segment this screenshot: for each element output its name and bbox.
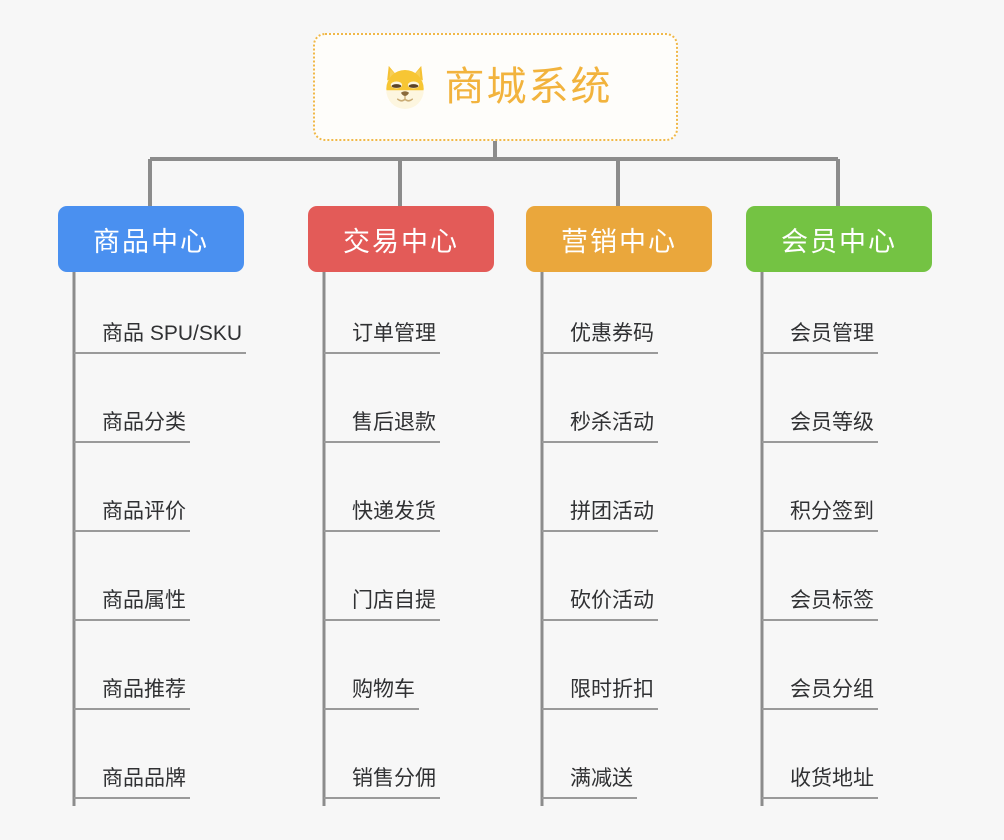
leaf-item[interactable]: 购物车 <box>324 668 419 710</box>
root-node[interactable]: 商城系统 <box>313 33 678 141</box>
leaf-item[interactable]: 商品品牌 <box>74 757 190 799</box>
leaf-item[interactable]: 拼团活动 <box>542 490 658 532</box>
leaf-item[interactable]: 收货地址 <box>762 757 878 799</box>
leaf-item[interactable]: 快递发货 <box>324 490 440 532</box>
leaf-label: 会员分组 <box>762 678 878 710</box>
leaf-label: 商品分类 <box>74 411 190 443</box>
leaf-item[interactable]: 订单管理 <box>324 312 440 354</box>
leaf-item[interactable]: 商品分类 <box>74 401 190 443</box>
leaf-label: 拼团活动 <box>542 500 658 532</box>
leaf-item[interactable]: 砍价活动 <box>542 579 658 621</box>
category-title: 商品中心 <box>93 226 209 257</box>
leaf-label: 会员标签 <box>762 589 878 621</box>
leaf-label: 会员管理 <box>762 322 878 354</box>
category-header-member-center[interactable]: 会员中心 <box>746 206 932 272</box>
leaf-item[interactable]: 售后退款 <box>324 401 440 443</box>
leaf-item[interactable]: 会员标签 <box>762 579 878 621</box>
category-title: 营销中心 <box>561 226 677 257</box>
leaf-item[interactable]: 销售分佣 <box>324 757 440 799</box>
leaf-item[interactable]: 满减送 <box>542 757 637 799</box>
leaf-item[interactable]: 限时折扣 <box>542 668 658 710</box>
leaf-item[interactable]: 商品 SPU/SKU <box>74 312 247 354</box>
leaf-item[interactable]: 会员等级 <box>762 401 878 443</box>
leaf-label: 商品评价 <box>74 500 190 532</box>
leaf-label: 售后退款 <box>324 411 440 443</box>
leaf-item[interactable]: 商品评价 <box>74 490 190 532</box>
leaf-label: 销售分佣 <box>324 767 440 799</box>
leaf-label: 商品品牌 <box>74 767 190 799</box>
category-header-marketing-center[interactable]: 营销中心 <box>526 206 712 272</box>
leaf-item[interactable]: 商品属性 <box>74 579 190 621</box>
leaf-item[interactable]: 秒杀活动 <box>542 401 658 443</box>
category-header-product-center[interactable]: 商品中心 <box>58 206 244 272</box>
leaf-label: 商品推荐 <box>74 678 190 710</box>
category-title: 会员中心 <box>781 226 897 257</box>
leaf-label: 砍价活动 <box>542 589 658 621</box>
root-title: 商城系统 <box>444 65 613 109</box>
leaf-label: 订单管理 <box>324 322 440 354</box>
leaf-label: 购物车 <box>324 678 419 710</box>
leaf-label: 优惠券码 <box>542 322 658 354</box>
leaf-label: 积分签到 <box>762 500 878 532</box>
leaf-item[interactable]: 积分签到 <box>762 490 878 532</box>
leaf-label: 门店自提 <box>324 589 440 621</box>
leaf-item[interactable]: 优惠券码 <box>542 312 658 354</box>
leaf-item[interactable]: 商品推荐 <box>74 668 190 710</box>
leaf-label: 快递发货 <box>324 500 440 532</box>
leaf-label: 商品属性 <box>74 589 190 621</box>
leaf-label: 限时折扣 <box>542 678 658 710</box>
leaf-item[interactable]: 会员管理 <box>762 312 878 354</box>
category-header-trade-center[interactable]: 交易中心 <box>308 206 494 272</box>
leaf-label: 秒杀活动 <box>542 411 658 443</box>
leaf-label: 商品 SPU/SKU <box>74 322 247 354</box>
leaf-item[interactable]: 会员分组 <box>762 668 878 710</box>
category-title: 交易中心 <box>343 226 459 257</box>
leaf-item[interactable]: 门店自提 <box>324 579 440 621</box>
shiba-dog-face-icon <box>385 65 424 109</box>
leaf-label: 满减送 <box>542 767 637 799</box>
leaf-label: 会员等级 <box>762 411 878 443</box>
leaf-label: 收货地址 <box>762 767 878 799</box>
